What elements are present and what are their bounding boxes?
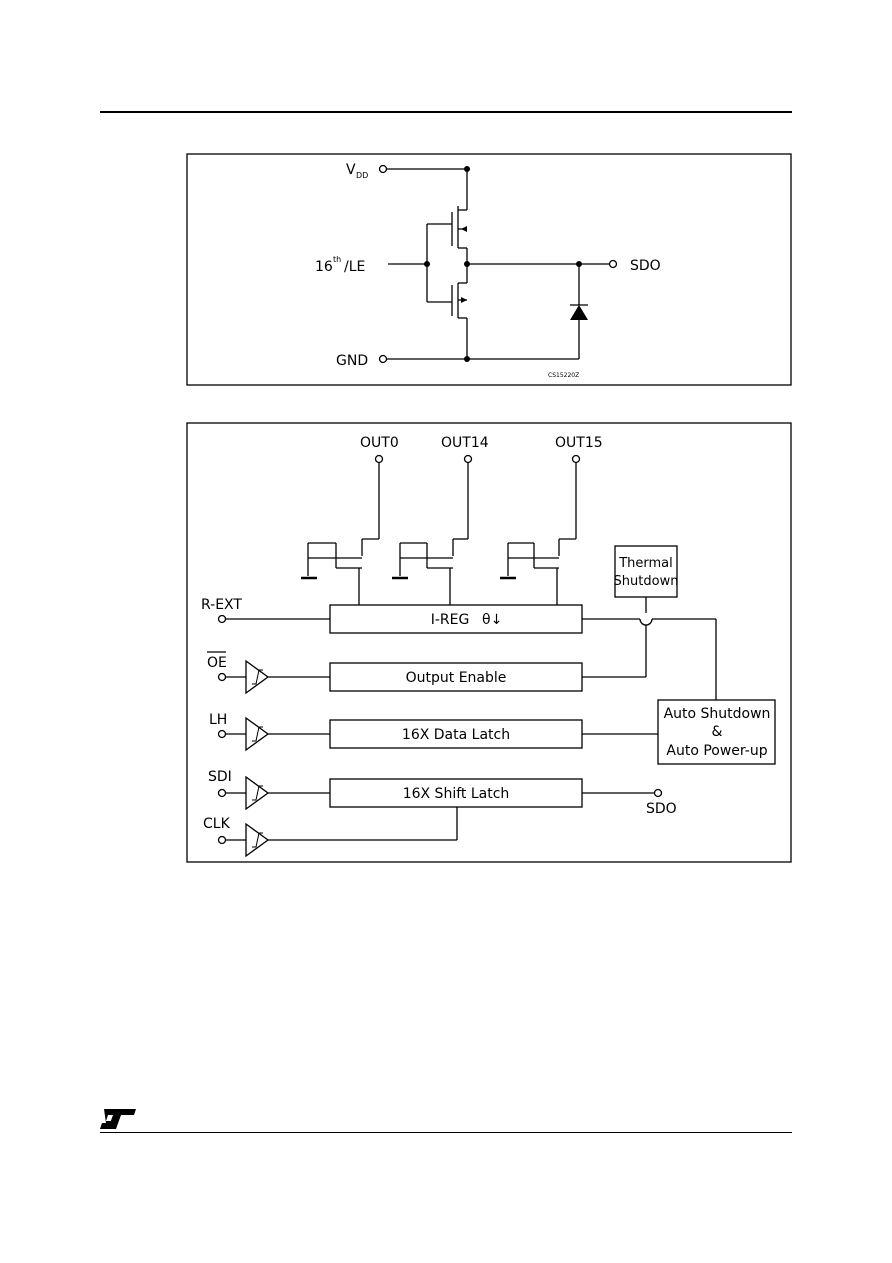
header-rule	[100, 111, 792, 113]
sdo-label: SDO	[630, 258, 661, 274]
sdo-output-circuit	[186, 153, 792, 386]
vdd-label: V	[346, 162, 356, 178]
lh-label: LH	[209, 712, 227, 728]
out0-label: OUT0	[360, 435, 399, 451]
auto-line1: Auto Shutdown	[664, 706, 771, 722]
st-logo	[100, 1109, 136, 1129]
gnd-terminal	[378, 354, 388, 364]
clk-label: CLK	[203, 816, 231, 832]
ireg-arrow-glyph: θ↓	[482, 612, 502, 628]
block-diagram	[186, 422, 792, 863]
out15-label: OUT15	[555, 435, 603, 451]
shift-latch-label: 16X Shift Latch	[403, 786, 510, 802]
sdo-terminal	[608, 259, 618, 269]
thermal-line2: Shutdown	[614, 574, 679, 589]
thermal-shutdown-block	[614, 545, 678, 598]
sdi-label: SDI	[208, 769, 232, 785]
vdd-terminal	[378, 164, 388, 174]
oe-label: OE	[207, 655, 227, 671]
ireg-label: I-REG	[431, 612, 470, 628]
auto-line3: Auto Power-up	[666, 743, 767, 759]
figure1-fills	[424, 166, 588, 362]
input-label: 16	[315, 259, 333, 275]
output-enable-label: Output Enable	[406, 670, 507, 686]
data-latch-label: 16X Data Latch	[402, 727, 510, 743]
figure1-frame	[186, 153, 792, 386]
input-rest-label: /LE	[344, 259, 365, 275]
auto-line2: &	[712, 724, 723, 740]
figure2-frame	[186, 422, 792, 863]
footer-rule	[100, 1132, 792, 1133]
figure-code: CS15220Z	[548, 372, 579, 379]
gnd-label: GND	[336, 353, 368, 369]
input-sup-label: th	[333, 255, 341, 264]
rext-label: R-EXT	[201, 597, 242, 613]
thermal-line1: Thermal	[618, 556, 673, 571]
vdd-sub-label: DD	[356, 171, 368, 180]
out14-label: OUT14	[441, 435, 489, 451]
sdo-out-label: SDO	[646, 801, 677, 817]
